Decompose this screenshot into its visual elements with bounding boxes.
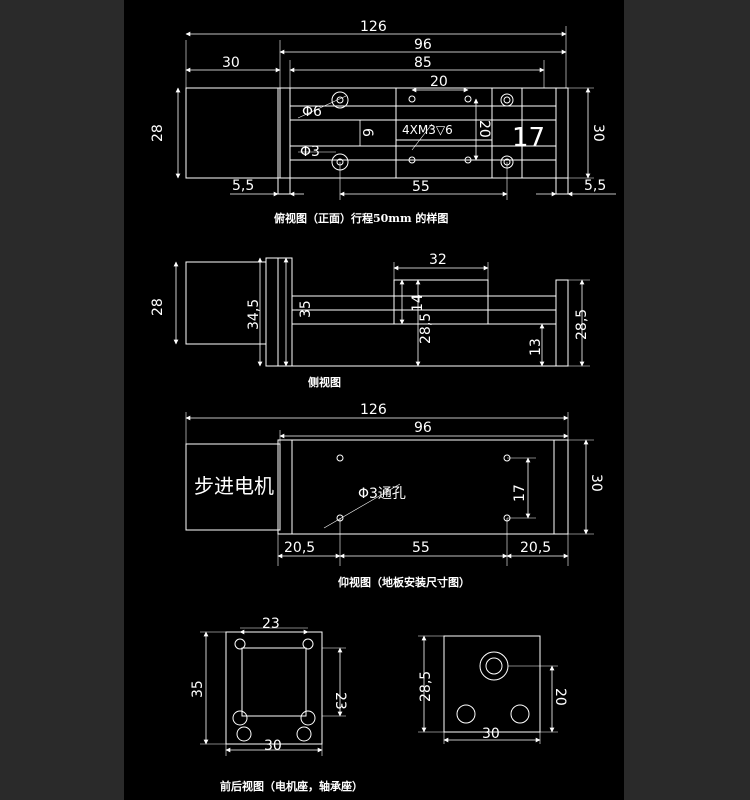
v3-hole-top-left xyxy=(336,454,344,462)
v3-dim-pitch: 17 xyxy=(512,484,528,502)
v1-note-hole3: Φ3 xyxy=(300,144,320,160)
view2-side-view: 32 28 34,5 35 14 28,5 13 28,5 侧视图 xyxy=(150,252,590,389)
v2-right-end-block xyxy=(555,279,569,367)
v1-caption: 俯视图（正面）行程50mm 的样图 xyxy=(274,211,448,225)
v3-motor-body xyxy=(185,443,281,531)
v2-dim-rail: 13 xyxy=(528,338,544,356)
v4-left-dim-height: 35 xyxy=(190,680,206,698)
v4-motor-seat-window xyxy=(241,647,307,717)
engineering-drawing: 126 96 85 30 Φ6 xyxy=(150,19,616,793)
v1-hole-top-left xyxy=(331,91,349,109)
v3-dim-rail: 96 xyxy=(414,420,432,436)
v1-dim-slide-width: 30 xyxy=(590,124,606,142)
v1-motor-body xyxy=(185,87,281,179)
v1-dim-rail: 96 xyxy=(414,37,432,53)
v2-carriage xyxy=(393,279,489,325)
v2-caption: 侧视图 xyxy=(308,375,341,389)
v1-dim-pitch-y: 20 xyxy=(476,120,492,138)
v3-note-thru: Φ3通孔 xyxy=(358,486,406,502)
v2-left-end-block xyxy=(265,257,293,367)
v1-right-end-block xyxy=(555,87,569,195)
drawing-canvas: 126 96 85 30 Φ6 xyxy=(124,0,624,800)
v3-dim-span: 55 xyxy=(412,540,430,556)
v2-dim-carriage: 32 xyxy=(429,252,447,268)
v4-right-dim-right: 20 xyxy=(552,688,568,706)
v4-bearing-hole xyxy=(479,651,509,681)
view1-top-view: 126 96 85 30 Φ6 xyxy=(150,19,616,225)
v2-dim-base: 34,5 xyxy=(246,299,262,330)
v4-right-dim-height: 28,5 xyxy=(418,671,434,702)
v1-hole-top-right xyxy=(500,93,514,107)
v4-bearing-seat xyxy=(443,635,541,733)
v1-dim-hole-span: 55 xyxy=(412,179,430,195)
v1-note-hole6: Φ6 xyxy=(302,104,322,120)
v4-left-dim-bottom: 30 xyxy=(264,738,282,754)
v3-dim-height: 30 xyxy=(588,474,604,492)
v3-caption: 仰视图（地板安装尺寸图） xyxy=(338,575,470,589)
v1-tapped-hole-3 xyxy=(408,156,416,164)
v1-dim-right-offset: 5,5 xyxy=(584,178,606,194)
v1-dim-overall: 126 xyxy=(360,19,387,35)
v1-dim-slot: 6 xyxy=(359,128,375,137)
v1-tapped-hole-1 xyxy=(408,95,416,103)
view4-front-back-views: 23 35 23 30 28,5 20 30 前后视图（电机座，轴承座） xyxy=(190,616,568,793)
v4-right-dim-bottom: 30 xyxy=(482,726,500,742)
v1-dim-big-hole: 17 xyxy=(512,123,545,153)
v1-dim-pitch-x: 20 xyxy=(430,74,448,90)
v2-dim-right: 28,5 xyxy=(574,309,590,340)
v4-left-dim-right: 23 xyxy=(332,692,348,710)
v1-dim-travel: 85 xyxy=(414,55,432,71)
v1-dim-motor: 30 xyxy=(222,55,240,71)
v1-note-tapped: 4XM3▽6 xyxy=(402,123,453,137)
v2-dim-block: 35 xyxy=(298,300,314,318)
v3-dim-overall: 126 xyxy=(360,402,387,418)
v4-caption: 前后视图（电机座，轴承座） xyxy=(220,779,363,793)
v4-left-dim-top: 23 xyxy=(262,616,280,632)
v1-tapped-hole-2 xyxy=(464,95,472,103)
v2-dim-center: 28,5 xyxy=(418,313,434,344)
v3-dim-right: 20,5 xyxy=(520,540,551,556)
v1-dim-height: 28 xyxy=(150,124,166,142)
v1-dim-left-offset: 5,5 xyxy=(232,178,254,194)
v3-base-plate xyxy=(277,439,569,535)
v3-motor-label: 步进电机 xyxy=(194,474,274,498)
v3-dim-left: 20,5 xyxy=(284,540,315,556)
view3-bottom-view: 126 96 步进电机 Φ3通孔 17 30 20,5 55 20,5 仰视图（… xyxy=(185,402,604,589)
v1-tapped-hole-4 xyxy=(464,156,472,164)
v2-dim-height: 28 xyxy=(150,298,166,316)
v1-left-end-block xyxy=(277,87,291,195)
